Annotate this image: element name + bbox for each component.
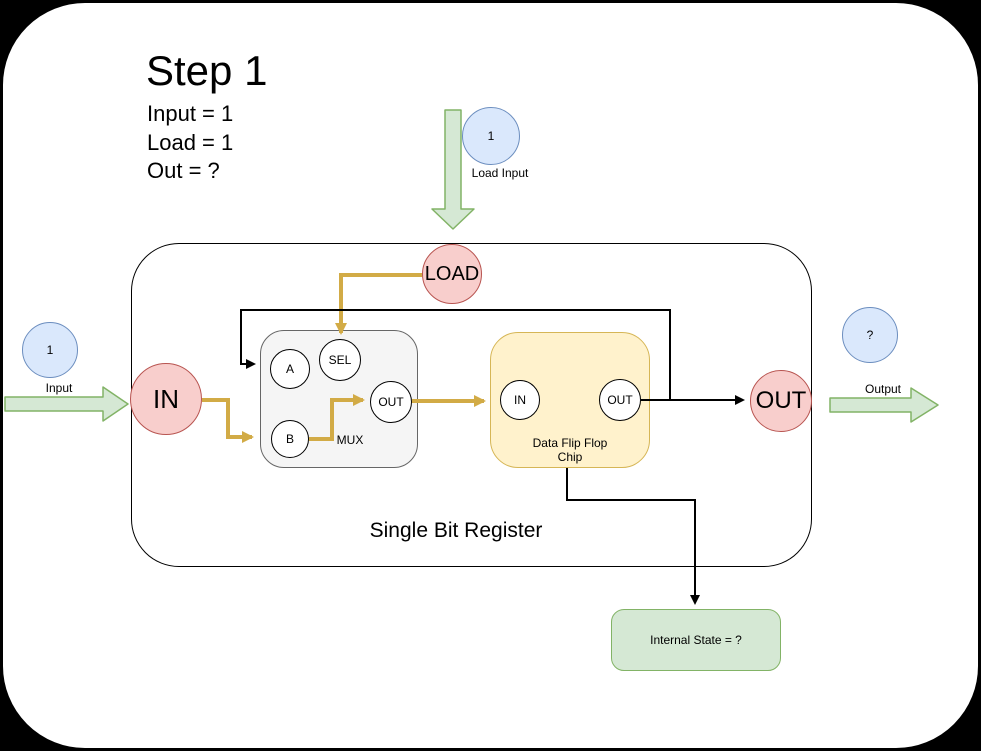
mux-b-label: B [285, 432, 294, 446]
condition-load: Load = 1 [147, 129, 234, 155]
load-port-circle: LOAD [422, 244, 482, 304]
output-value-badge: ? [842, 307, 898, 363]
output-value: ? [866, 328, 874, 342]
in-port-label: IN [153, 383, 179, 414]
internal-state-box: Internal State = ? [611, 609, 781, 671]
dff-label-line1: Data Flip Flop [532, 436, 608, 450]
condition-out: Out = ? [147, 158, 220, 183]
output-label: Output [864, 382, 902, 396]
mux-sel-circle: SEL [319, 339, 361, 381]
mux-out-label: OUT [378, 395, 404, 409]
mux-a-circle: A [270, 349, 310, 389]
load-input-value: 1 [487, 129, 495, 143]
mux-sel-label: SEL [328, 353, 352, 367]
out-port-label: OUT [755, 387, 807, 414]
input-value-badge: 1 [22, 322, 78, 378]
step-conditions: Input = 1 Load = 1 Out = ? [147, 100, 233, 186]
step-title: Step 1 [146, 47, 268, 94]
out-port-circle: OUT [750, 370, 812, 432]
dff-out-label: OUT [607, 393, 633, 407]
mux-a-label: A [285, 362, 294, 376]
condition-input: Input = 1 [147, 101, 234, 126]
internal-state-label: Internal State = ? [650, 633, 742, 647]
dff-label: Data Flip Flop Chip [490, 436, 650, 464]
dff-in-label: IN [514, 393, 526, 407]
mux-out-circle: OUT [370, 381, 412, 423]
input-label: Input [45, 381, 73, 395]
mux-label: MUX [336, 433, 364, 447]
load-port-label: LOAD [424, 262, 480, 285]
in-port-circle: IN [130, 363, 202, 435]
load-input-label: Load Input [471, 166, 529, 180]
input-value: 1 [46, 343, 54, 357]
register-label: Single Bit Register [369, 519, 543, 542]
dff-in-circle: IN [500, 380, 540, 420]
dff-label-line2: Chip [557, 450, 583, 464]
dff-out-circle: OUT [599, 379, 641, 421]
mux-b-circle: B [271, 420, 309, 458]
load-input-value-badge: 1 [462, 107, 520, 165]
